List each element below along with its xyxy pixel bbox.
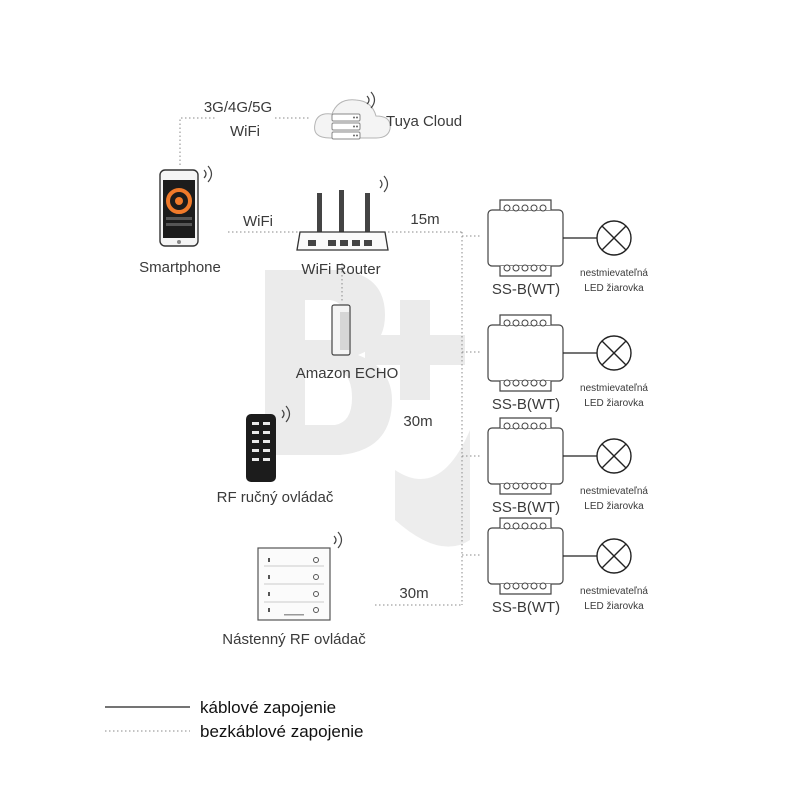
remote-label: RF ručný ovládač [217,489,334,506]
terminal-screw [530,582,538,590]
lamp-label-line1: nestmievateľná [580,586,648,597]
module-label: SS-B(WT) [492,396,560,413]
terminal-screw [539,379,547,387]
terminal-screw [521,264,529,272]
terminal-screw [521,319,529,327]
terminal-screw [539,264,547,272]
distance-30m-b: 30m [399,585,428,602]
terminal-screw [503,582,511,590]
module-body [487,324,564,382]
terminal-screw [503,422,511,430]
distance-15m: 15m [410,211,439,228]
terminal-screw [539,582,547,590]
module-body [487,527,564,585]
lamp-cross [601,443,627,469]
echo-icon [331,304,351,356]
terminal-screw [521,379,529,387]
router-icon [296,175,389,251]
lamp-label-line1: nestmievateľná [580,268,648,279]
terminal-screw [530,319,538,327]
terminal-screw [539,522,547,530]
remote-icon [246,405,291,482]
wall-controller-icon [257,531,343,621]
lamp-label-line2: LED žiarovka [584,601,644,612]
terminal-screw [512,379,520,387]
terminal-screw [503,522,511,530]
legend: káblové zapojenie bezkáblové zapojenie [105,698,364,741]
terminal-screw [521,422,529,430]
terminal-screw [512,582,520,590]
lamp-cross [601,543,627,569]
watermark-logo [265,270,470,547]
terminal-screw [503,204,511,212]
module-body [487,209,564,267]
terminal-screw [512,522,520,530]
lamp-label-line1: nestmievateľná [580,383,648,394]
smartphone-icon [159,165,213,247]
echo-label: Amazon ECHO [296,365,399,382]
wifi-top-label: WiFi [230,123,260,140]
terminal-screw [521,482,529,490]
lamp-label-line2: LED žiarovka [584,283,644,294]
lamp-label-line2: LED žiarovka [584,398,644,409]
terminal-screw [530,204,538,212]
terminal-screw [521,522,529,530]
terminal-screw [521,582,529,590]
wifi-mid-label: WiFi [243,213,273,230]
router-label: WiFi Router [301,261,380,278]
cloud-label: Tuya Cloud [386,113,462,130]
network-label: 3G/4G/5G [204,99,272,116]
terminal-screw [503,264,511,272]
module-label: SS-B(WT) [492,281,560,298]
legend-wired-label: káblové zapojenie [200,698,336,717]
terminal-screw [512,482,520,490]
legend-wireless-label: bezkáblové zapojenie [200,722,364,741]
lamp-cross [601,225,627,251]
terminal-screw [530,522,538,530]
terminal-screw [530,482,538,490]
terminal-screw [503,379,511,387]
terminal-screw [530,422,538,430]
module-label: SS-B(WT) [492,499,560,516]
wall-controller-label: Nástenný RF ovládač [222,631,366,648]
terminal-screw [512,319,520,327]
lamp-cross [601,340,627,366]
terminal-screw [530,264,538,272]
wireless-links [179,117,480,606]
terminal-screw [512,204,520,212]
terminal-screw [503,319,511,327]
terminal-screw [521,204,529,212]
terminal-screw [539,482,547,490]
smartphone-label: Smartphone [139,259,221,276]
terminal-screw [539,422,547,430]
module-label: SS-B(WT) [492,599,560,616]
terminal-screw [512,264,520,272]
terminal-screw [539,319,547,327]
terminal-screw [539,204,547,212]
lamp-label-line2: LED žiarovka [584,501,644,512]
terminal-screw [530,379,538,387]
cloud-icon [314,91,391,140]
module-body [487,427,564,485]
terminal-screw [512,422,520,430]
distance-30m-a: 30m [403,413,432,430]
lamp-label-line1: nestmievateľná [580,486,648,497]
terminal-screw [503,482,511,490]
